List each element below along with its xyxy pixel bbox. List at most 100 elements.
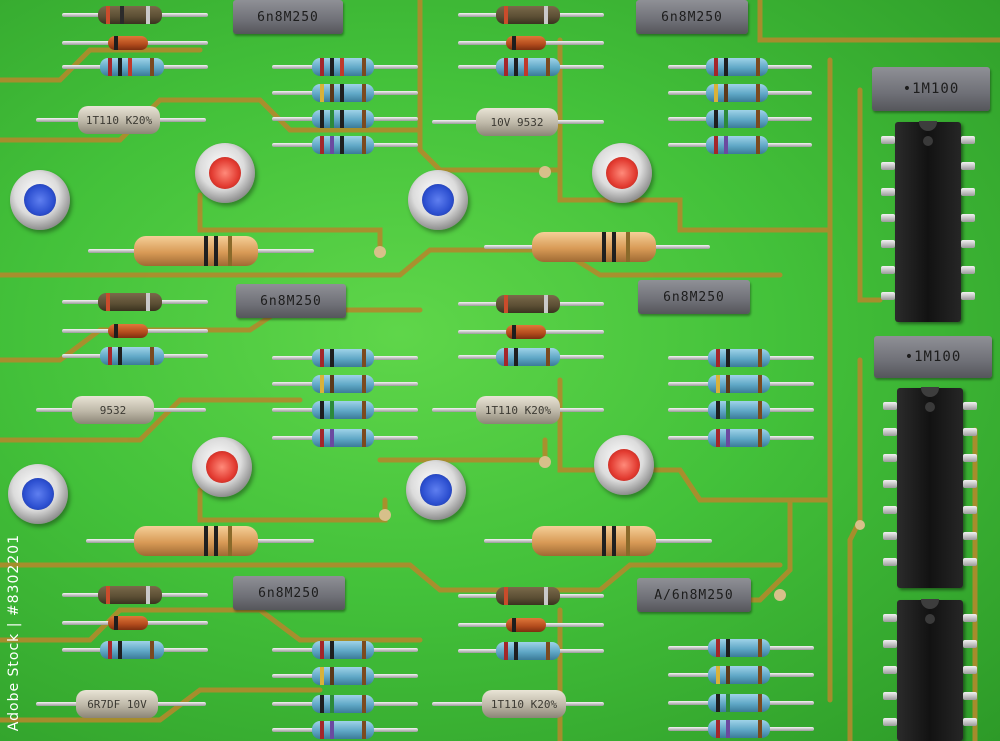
resistor-r21 (62, 641, 208, 659)
tantalum-capacitor-t1: 1T110 K20% (36, 106, 206, 134)
resistor-r6 (458, 58, 604, 76)
film-capacitor-c7: •1M100 (872, 67, 990, 111)
diode-d1 (62, 6, 208, 24)
ic-pin (961, 266, 975, 274)
ic-pin (881, 214, 895, 222)
integrated-circuit-u1 (895, 121, 961, 322)
power-resistor-p3 (86, 526, 314, 556)
ic-pin (883, 666, 897, 674)
led-blue-3 (8, 464, 68, 524)
led-red-4 (594, 435, 654, 495)
power-resistor-p1 (88, 236, 314, 266)
power-resistor-p4 (484, 526, 712, 556)
diode-d3 (62, 293, 208, 311)
resistor-r5 (272, 136, 418, 154)
resistor-r28 (668, 666, 814, 684)
integrated-circuit-u2 (897, 387, 963, 588)
resistor-r14 (272, 401, 418, 419)
resistor-r29 (668, 694, 814, 712)
ic-pin (881, 266, 895, 274)
ic-pin (881, 240, 895, 248)
film-capacitor-c5: 6n8M250 (233, 576, 345, 610)
resistor-r9 (668, 110, 812, 128)
ic-pin (963, 558, 977, 566)
resistor-r11 (62, 347, 208, 365)
resistor-r24 (272, 695, 418, 713)
zener-diode-z4 (458, 325, 604, 339)
ic-pin (881, 292, 895, 300)
ic-pin (883, 480, 897, 488)
resistor-r15 (272, 429, 418, 447)
ic-pin (963, 666, 977, 674)
ic-pin (963, 614, 977, 622)
zener-diode-z5 (62, 616, 208, 630)
resistor-r3 (272, 84, 418, 102)
led-blue-2 (408, 170, 468, 230)
film-capacitor-c4: 6n8M250 (638, 280, 750, 314)
film-capacitor-c1: 6n8M250 (233, 0, 343, 34)
ic-pin (881, 188, 895, 196)
ic-pin (883, 558, 897, 566)
tantalum-capacitor-t2: 10V 9532 (432, 108, 604, 136)
resistor-r18 (668, 375, 814, 393)
led-red-2 (592, 143, 652, 203)
ic-pin (963, 480, 977, 488)
ic-pin (883, 402, 897, 410)
ic-pin (963, 718, 977, 726)
ic-pin (881, 162, 895, 170)
resistor-r22 (272, 641, 418, 659)
film-capacitor-c3: 6n8M250 (236, 284, 346, 318)
resistor-r1 (62, 58, 208, 76)
zener-diode-z2 (458, 36, 604, 50)
resistor-r26 (458, 642, 604, 660)
resistor-r30 (668, 720, 814, 738)
ic-pin (883, 506, 897, 514)
ic-pin (961, 162, 975, 170)
resistor-r27 (668, 639, 814, 657)
resistor-r13 (272, 375, 418, 393)
ic-pin (963, 402, 977, 410)
film-capacitor-c2: 6n8M250 (636, 0, 748, 34)
zener-diode-z3 (62, 324, 208, 338)
ic-pin (883, 692, 897, 700)
diode-d2 (458, 6, 604, 24)
tantalum-capacitor-t5: 6R7DF 10V (36, 690, 206, 718)
resistor-r16 (458, 348, 604, 366)
diode-d6 (458, 587, 604, 605)
resistor-r20 (668, 429, 814, 447)
stock-watermark: Adobe Stock | #8302201 (6, 533, 22, 731)
zener-diode-z6 (458, 618, 604, 632)
ic-pin (883, 640, 897, 648)
integrated-circuit-u3 (897, 599, 963, 741)
resistor-r17 (668, 349, 814, 367)
ic-pin (961, 214, 975, 222)
ic-pin (963, 506, 977, 514)
resistor-r10 (668, 136, 812, 154)
film-capacitor-c6: A/6n8M250 (637, 578, 751, 612)
ic-pin (963, 428, 977, 436)
power-resistor-p2 (484, 232, 710, 262)
ic-pin (961, 188, 975, 196)
ic-pin (961, 240, 975, 248)
led-red-1 (195, 143, 255, 203)
resistor-r25 (272, 721, 418, 739)
led-blue-4 (406, 460, 466, 520)
ic-pin (883, 428, 897, 436)
ic-pin (961, 292, 975, 300)
resistor-r19 (668, 401, 814, 419)
ic-pin (883, 614, 897, 622)
led-red-3 (192, 437, 252, 497)
led-blue-1 (10, 170, 70, 230)
resistor-r12 (272, 349, 418, 367)
ic-pin (963, 532, 977, 540)
resistor-r4 (272, 110, 418, 128)
ic-pin (963, 692, 977, 700)
film-capacitor-c8: •1M100 (874, 336, 992, 378)
resistor-r7 (668, 58, 812, 76)
zener-diode-z1 (62, 36, 208, 50)
resistor-r23 (272, 667, 418, 685)
ic-pin (883, 718, 897, 726)
ic-pin (961, 136, 975, 144)
tantalum-capacitor-t3: 9532 (36, 396, 206, 424)
diode-d4 (458, 295, 604, 313)
